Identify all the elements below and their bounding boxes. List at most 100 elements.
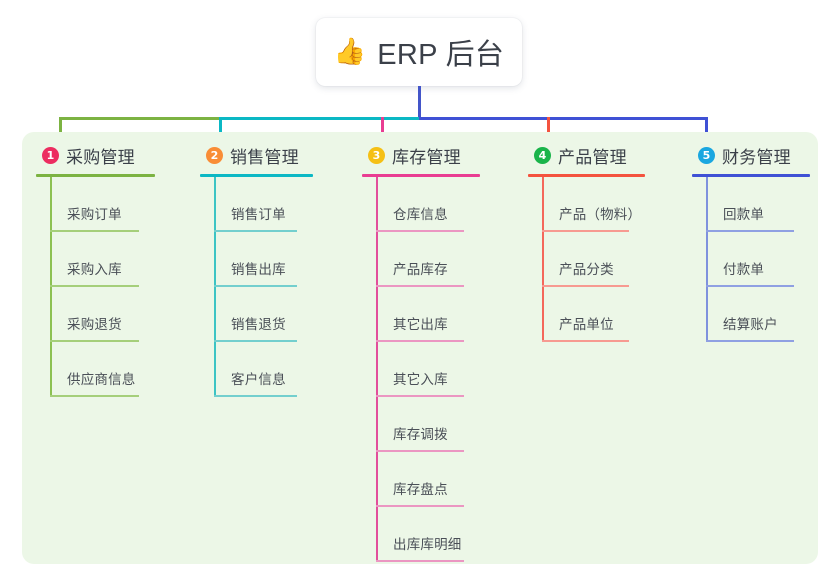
item-underline (50, 285, 139, 287)
list-item[interactable]: 库存盘点 (376, 452, 480, 507)
item-underline (542, 285, 629, 287)
item-label: 销售退货 (231, 317, 286, 332)
item-underline (214, 230, 297, 232)
category-column-1: 1 采购管理采购订单采购入库采购退货供应商信息 (36, 142, 155, 397)
category-column-2: 2 销售管理销售订单销售出库销售退货客户信息 (200, 142, 313, 397)
item-stem-connector (214, 342, 216, 397)
item-underline (50, 395, 139, 397)
column-header-3[interactable]: 3 库存管理 (362, 142, 480, 168)
category-column-3: 3 库存管理仓库信息产品库存其它出库其它入库库存调拨库存盘点出库库明细 (362, 142, 480, 562)
column-number-badge: 4 (534, 146, 551, 164)
list-item[interactable]: 销售订单 (214, 177, 313, 232)
item-label: 仓库信息 (393, 207, 448, 222)
item-underline (50, 340, 139, 342)
column-header-underline (528, 174, 645, 177)
column-header-5[interactable]: 5 财务管理 (692, 142, 810, 168)
list-item[interactable]: 付款单 (706, 232, 810, 287)
item-label: 结算账户 (723, 317, 778, 332)
column-number-badge: 3 (368, 146, 385, 164)
list-item[interactable]: 出库库明细 (376, 507, 480, 562)
item-underline (376, 560, 464, 562)
list-item[interactable]: 产品分类 (542, 232, 645, 287)
item-stem-connector (706, 177, 708, 232)
diagram-panel (22, 132, 818, 564)
column-drop-connector (547, 117, 550, 142)
column-item-list: 仓库信息产品库存其它出库其它入库库存调拨库存盘点出库库明细 (376, 177, 480, 562)
item-stem-connector (50, 342, 52, 397)
item-stem-connector (542, 287, 544, 342)
item-stem-connector (542, 177, 544, 232)
item-stem-connector (50, 177, 52, 232)
list-item[interactable]: 回款单 (706, 177, 810, 232)
column-header-underline (36, 174, 155, 177)
column-title: 库存管理 (392, 147, 461, 167)
list-item[interactable]: 仓库信息 (376, 177, 480, 232)
root-node-card[interactable]: 👍 ERP 后台 (316, 18, 522, 86)
item-underline (706, 285, 794, 287)
item-underline (214, 395, 297, 397)
list-item[interactable]: 采购订单 (50, 177, 155, 232)
column-drop-connector (219, 117, 222, 142)
item-stem-connector (214, 232, 216, 287)
column-header-4[interactable]: 4 产品管理 (528, 142, 645, 168)
horizontal-connector-segment (60, 117, 220, 120)
root-node-content: 👍 ERP 后台 (334, 31, 504, 73)
column-title: 财务管理 (722, 147, 791, 167)
item-label: 出库库明细 (393, 537, 462, 552)
column-drop-connector (59, 117, 62, 142)
item-stem-connector (50, 232, 52, 287)
item-label: 采购退货 (67, 317, 122, 332)
item-label: 客户信息 (231, 372, 286, 387)
item-stem-connector (376, 287, 378, 342)
column-item-list: 产品（物料） 产品分类产品单位 (542, 177, 645, 342)
column-title: 产品管理 (558, 147, 627, 167)
item-label: 采购订单 (67, 207, 122, 222)
item-label: 产品库存 (393, 262, 448, 277)
list-item[interactable]: 其它出库 (376, 287, 480, 342)
item-underline (706, 340, 794, 342)
list-item[interactable]: 供应商信息 (50, 342, 155, 397)
column-number-badge: 5 (698, 146, 715, 164)
item-underline (214, 340, 297, 342)
category-column-5: 5 财务管理回款单付款单结算账户 (692, 142, 810, 342)
list-item[interactable]: 结算账户 (706, 287, 810, 342)
column-item-list: 采购订单采购入库采购退货供应商信息 (50, 177, 155, 397)
item-underline (376, 450, 464, 452)
list-item[interactable]: 其它入库 (376, 342, 480, 397)
list-item[interactable]: 采购入库 (50, 232, 155, 287)
list-item[interactable]: 销售出库 (214, 232, 313, 287)
root-trunk-connector (418, 86, 421, 120)
column-number-badge: 1 (42, 146, 59, 164)
column-header-underline (362, 174, 480, 177)
column-header-1[interactable]: 1 采购管理 (36, 142, 155, 168)
column-number-badge: 2 (206, 146, 223, 164)
horizontal-connector-segment (220, 117, 419, 120)
list-item[interactable]: 客户信息 (214, 342, 313, 397)
item-label: 其它入库 (393, 372, 448, 387)
item-stem-connector (376, 452, 378, 507)
item-label: 产品（物料） (559, 207, 642, 222)
column-title: 采购管理 (66, 147, 135, 167)
list-item[interactable]: 销售退货 (214, 287, 313, 342)
item-label: 销售出库 (231, 262, 286, 277)
item-underline (376, 340, 464, 342)
item-underline (542, 340, 629, 342)
item-stem-connector (214, 177, 216, 232)
item-label: 销售订单 (231, 207, 286, 222)
column-drop-connector (705, 117, 708, 142)
list-item[interactable]: 产品（物料） (542, 177, 645, 232)
item-underline (376, 395, 464, 397)
list-item[interactable]: 库存调拨 (376, 397, 480, 452)
list-item[interactable]: 产品库存 (376, 232, 480, 287)
item-stem-connector (50, 287, 52, 342)
list-item[interactable]: 产品单位 (542, 287, 645, 342)
list-item[interactable]: 采购退货 (50, 287, 155, 342)
category-column-4: 4 产品管理产品（物料） 产品分类产品单位 (528, 142, 645, 342)
item-stem-connector (376, 507, 378, 562)
item-label: 库存盘点 (393, 482, 448, 497)
item-stem-connector (214, 287, 216, 342)
item-underline (376, 285, 464, 287)
column-header-2[interactable]: 2 销售管理 (200, 142, 313, 168)
column-title: 销售管理 (230, 147, 299, 167)
